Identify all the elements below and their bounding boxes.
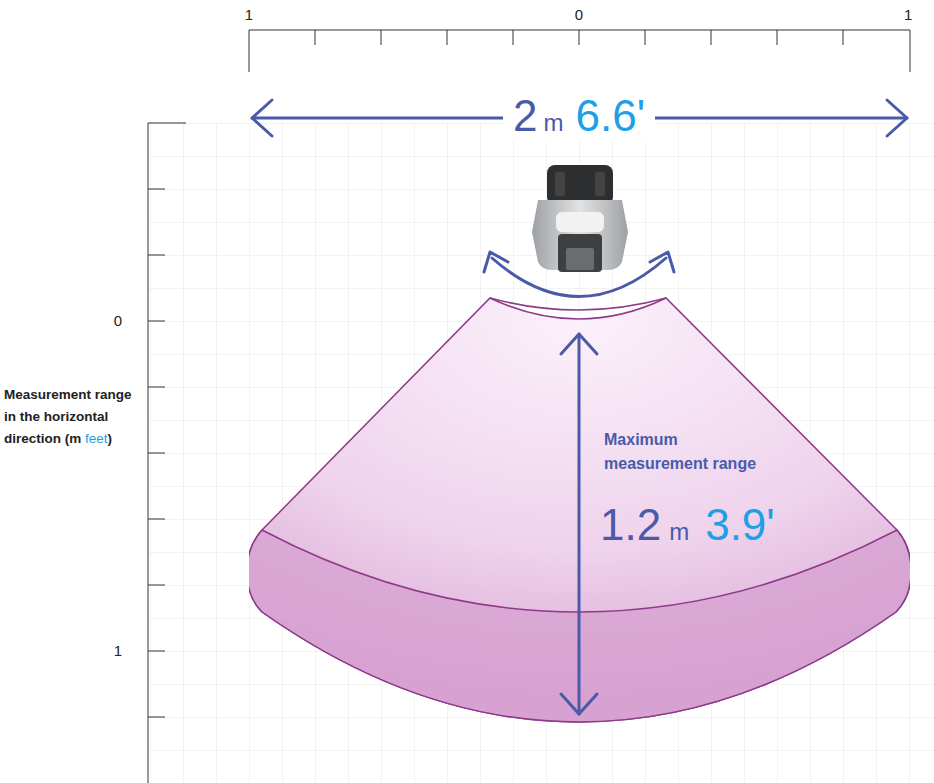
dimension-number: 2 xyxy=(513,91,537,141)
top-ruler xyxy=(249,30,910,72)
unit-text: m xyxy=(669,517,689,547)
fan-shape xyxy=(249,288,910,732)
range-arrow xyxy=(561,334,597,714)
axis-number: 1 xyxy=(92,642,122,660)
left-axis xyxy=(148,123,186,783)
range-number: 3.9' xyxy=(705,500,775,550)
range-caption: Maximum measurement range xyxy=(604,428,774,476)
dimension-number: 6.6' xyxy=(575,91,645,141)
unit-text: m xyxy=(543,108,563,138)
axis-title-text: ) xyxy=(108,431,113,446)
axis-title-text: Measurement range in the horizontal dire… xyxy=(4,387,132,446)
fan-outline xyxy=(249,298,910,722)
axis-title: Measurement range in the horizontal dire… xyxy=(4,384,139,450)
rotation-arrow xyxy=(484,252,674,297)
grid xyxy=(148,123,934,783)
ruler-number: 1 xyxy=(245,6,253,24)
fan-inner-arc xyxy=(490,298,666,310)
axis-number: 0 xyxy=(92,312,122,330)
ruler-number: 1 xyxy=(904,6,912,24)
range-number: 1.2 xyxy=(600,500,661,550)
range-value: 1.2 m 3.9' xyxy=(600,500,775,550)
ruler-number: 0 xyxy=(575,6,583,24)
unit-text: feet xyxy=(85,431,108,446)
measurement-fan: Maximum measurement range 1.2 m 3.9' xyxy=(249,288,910,732)
width-dimension: 2m 6.6' xyxy=(503,91,655,141)
sensor-illustration xyxy=(532,165,628,272)
